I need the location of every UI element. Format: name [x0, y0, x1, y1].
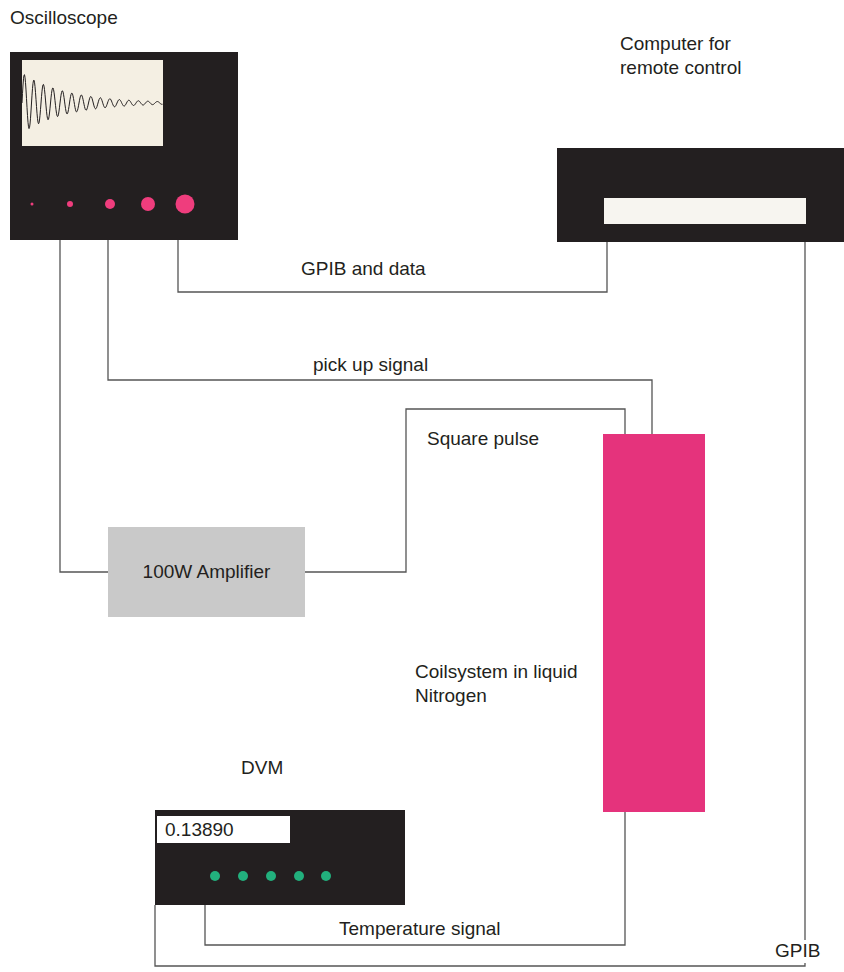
wire-label: GPIB — [772, 940, 823, 963]
amplifier-label: 100W Amplifier — [143, 560, 271, 584]
signal-wire — [178, 240, 607, 292]
scope-knob — [141, 197, 155, 211]
coil-system: Coilsystem in liquid Nitrogen — [603, 434, 705, 812]
computer-slot — [604, 198, 806, 224]
scope-knob — [31, 203, 34, 206]
scope-screen — [22, 60, 163, 146]
device-details — [557, 148, 844, 242]
signal-wire — [305, 409, 625, 572]
wire-label: pick up signal — [310, 354, 431, 377]
device-heading: DVM — [241, 756, 283, 780]
wire-label: Temperature signal — [336, 918, 504, 941]
dvm-button — [266, 871, 276, 881]
device-details — [10, 52, 238, 240]
wire-label: Square pulse — [424, 428, 542, 451]
signal-wire — [108, 240, 652, 434]
signal-wire — [60, 240, 108, 572]
computer-box: Computer for remote control — [557, 148, 844, 242]
device-heading: Computer for remote control — [620, 32, 785, 80]
dvm-button — [210, 871, 220, 881]
scope-knob — [176, 195, 195, 214]
device-heading: Oscilloscope — [10, 6, 118, 30]
dvm-box: DVM0.13890 — [155, 810, 405, 905]
coil-label: Coilsystem in liquid Nitrogen — [415, 660, 580, 708]
dvm-button — [321, 871, 331, 881]
dvm-button — [294, 871, 304, 881]
scope-knob — [67, 201, 73, 207]
dvm-button — [238, 871, 248, 881]
device-details — [603, 434, 705, 812]
dvm-reading: 0.13890 — [157, 816, 290, 843]
wire-label: GPIB and data — [298, 258, 429, 281]
decay-waveform — [22, 75, 163, 129]
scope-knob — [105, 199, 115, 209]
amplifier-box: 100W Amplifier — [108, 527, 305, 617]
oscilloscope-box: Oscilloscope — [10, 52, 238, 240]
